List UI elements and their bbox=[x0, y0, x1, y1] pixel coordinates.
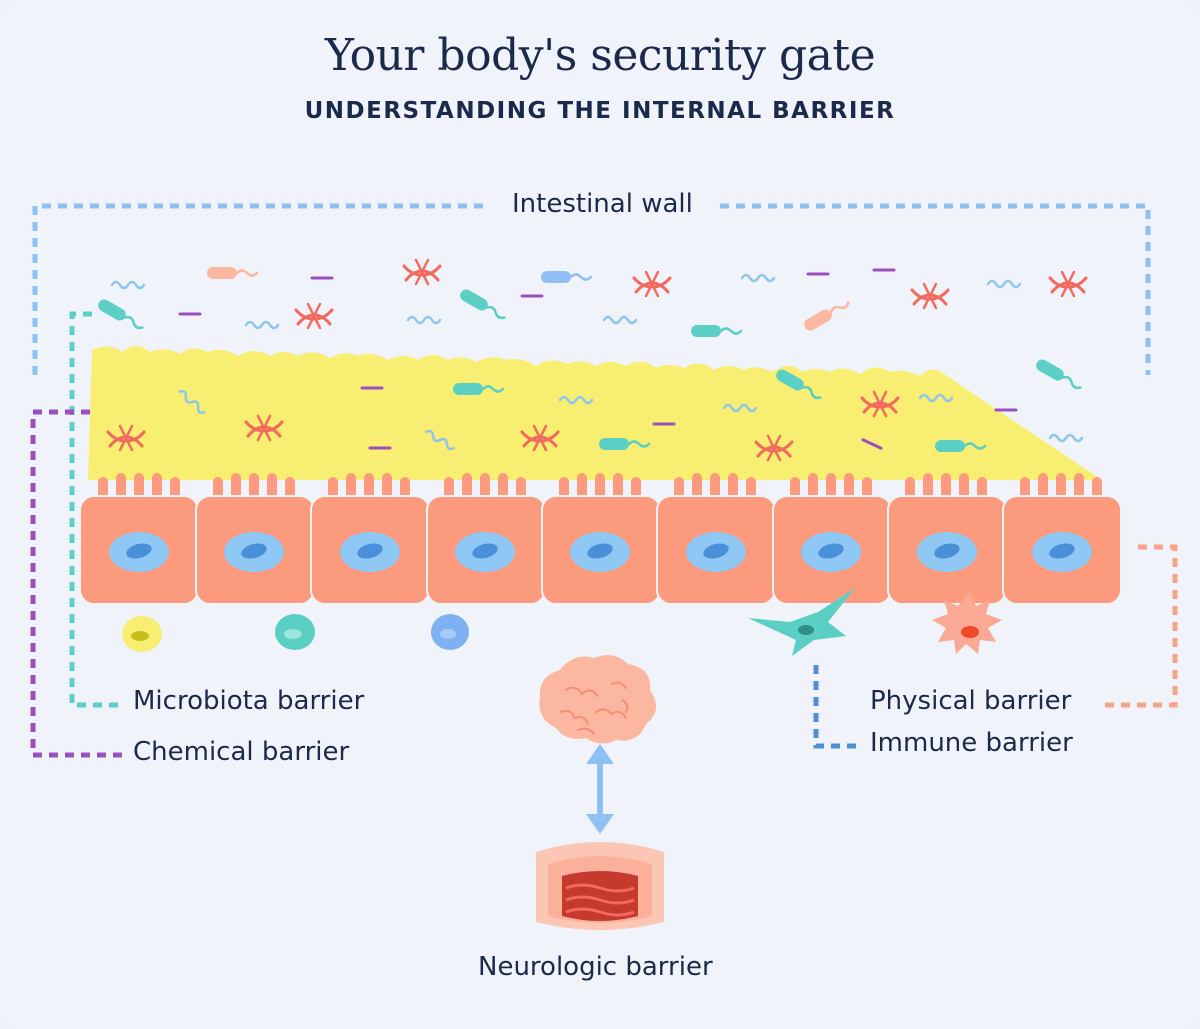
page-subtitle: UNDERSTANDING THE INTERNAL BARRIER bbox=[304, 98, 896, 124]
mucus-layer bbox=[88, 346, 1102, 480]
microbiota-barrier-label: Microbiota barrier bbox=[133, 686, 365, 716]
double-arrow-icon bbox=[586, 744, 614, 834]
immune-cells bbox=[122, 588, 1002, 656]
microbiota-bracket bbox=[69, 311, 122, 708]
cell-nuclei bbox=[109, 532, 1092, 572]
immune-barrier-label: Immune barrier bbox=[870, 728, 1073, 758]
page-title: Your body's security gate bbox=[324, 30, 876, 81]
neurologic-barrier-label: Neurologic barrier bbox=[478, 952, 713, 982]
brain-icon bbox=[539, 655, 657, 744]
intestinal-wall-bracket bbox=[32, 203, 1151, 375]
physical-bracket bbox=[1100, 544, 1178, 708]
chemical-bracket bbox=[30, 409, 122, 758]
immune-bracket bbox=[813, 665, 860, 749]
dendritic-cell bbox=[748, 588, 855, 656]
intestinal-wall-label: Intestinal wall bbox=[512, 189, 693, 219]
macrophage-cell bbox=[932, 592, 1002, 654]
physical-barrier-label: Physical barrier bbox=[870, 686, 1072, 716]
microbe-cluster-top bbox=[94, 258, 1088, 339]
chemical-barrier-label: Chemical barrier bbox=[133, 737, 350, 767]
intestine-icon bbox=[536, 842, 664, 930]
